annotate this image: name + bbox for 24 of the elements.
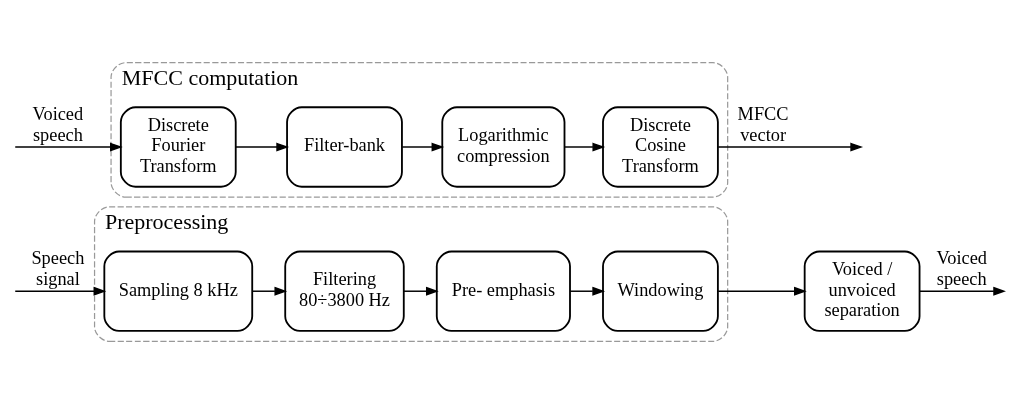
edge-label: Voiced speech [32, 104, 84, 145]
node-box: Filtering 80÷3800 Hz [284, 250, 405, 332]
arrow [401, 142, 445, 152]
edge-label: Speech signal [31, 248, 85, 290]
arrow [564, 142, 606, 152]
arrow [14, 286, 107, 296]
arrow [403, 286, 439, 296]
arrow [569, 286, 606, 296]
node-box: Voiced / unvoiced separation [803, 250, 921, 332]
node-box: Windowing [602, 250, 719, 332]
arrow [717, 286, 807, 296]
arrow [14, 142, 123, 152]
node-box: Pre- emphasis [435, 250, 571, 332]
node-box: Logarithmic compression [441, 106, 566, 188]
node-box: Sampling 8 kHz [103, 250, 254, 332]
edge-label: MFCC vector [737, 104, 789, 145]
node-box: Discrete Fourier Transform [119, 106, 237, 188]
arrow [235, 142, 290, 152]
node-box: Filter-bank [286, 106, 403, 188]
arrow [717, 142, 864, 152]
edge-label: Voiced speech [936, 248, 988, 290]
arrow [251, 286, 288, 296]
arrow [918, 286, 1006, 296]
node-box: Discrete Cosine Transform [602, 106, 719, 188]
